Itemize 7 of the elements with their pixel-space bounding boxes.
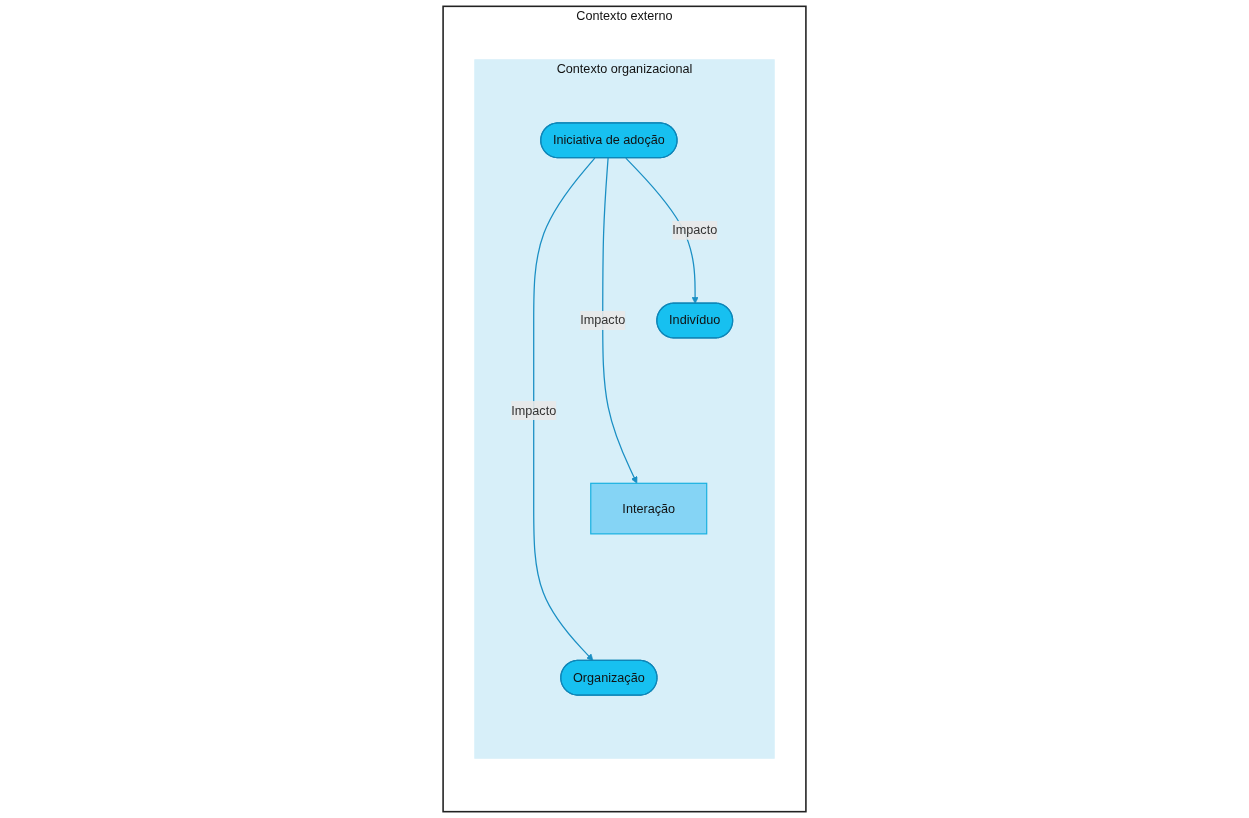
arrow (625, 157, 699, 304)
edge-label: Impacto (672, 223, 718, 237)
edge-label: Impacto (580, 313, 626, 327)
arrow (533, 157, 596, 662)
edge-label: Impacto (511, 403, 557, 417)
arrow (602, 157, 638, 484)
node-box: Interação (590, 482, 708, 535)
